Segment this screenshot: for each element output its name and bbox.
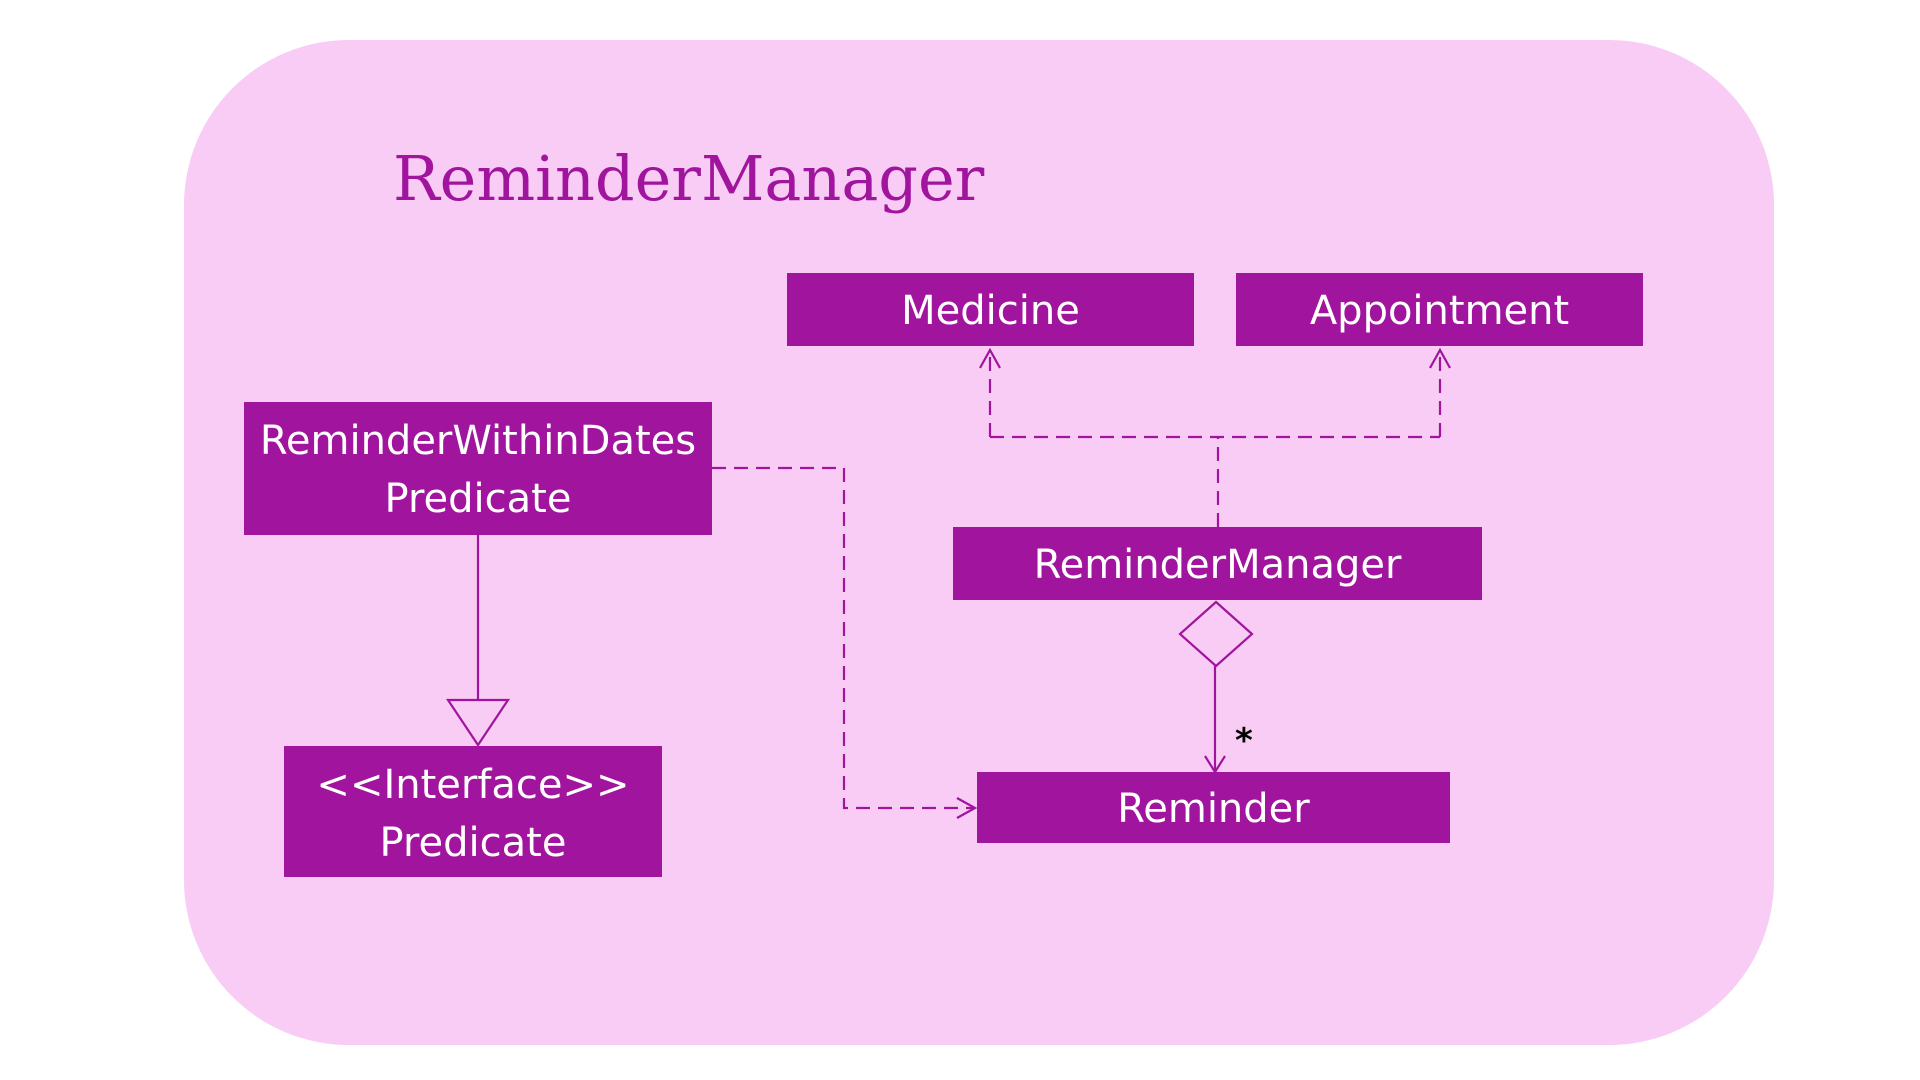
composition-diamond (1178, 600, 1254, 668)
dependency-arrowhead-reminder (956, 797, 978, 819)
class-predicate-interface-stereotype: <<Interface>> (316, 762, 629, 808)
realization-triangle (445, 698, 511, 747)
class-reminder-within-dates-predicate-line1: ReminderWithinDates (260, 418, 696, 464)
class-reminder-manager[interactable]: ReminderManager (953, 527, 1482, 600)
composition-multiplicity: * (1235, 721, 1253, 761)
class-medicine-label: Medicine (901, 288, 1080, 334)
class-reminder-within-dates-predicate-line2: Predicate (385, 476, 572, 522)
package-title: ReminderManager (393, 142, 985, 215)
dependency-arrowhead-medicine (979, 347, 1001, 369)
class-medicine[interactable]: Medicine (787, 273, 1194, 346)
class-reminder-manager-label: ReminderManager (1034, 542, 1402, 588)
dependency-arrowhead-appointment (1429, 347, 1451, 369)
class-reminder[interactable]: Reminder (977, 772, 1450, 843)
class-appointment-label: Appointment (1310, 288, 1569, 334)
class-predicate-interface[interactable]: <<Interface>> Predicate (284, 746, 662, 877)
class-predicate-interface-name: Predicate (380, 820, 567, 866)
class-reminder-within-dates-predicate[interactable]: ReminderWithinDates Predicate (244, 402, 712, 535)
dependency-predicate-to-reminder-line (712, 466, 975, 810)
class-reminder-label: Reminder (1117, 786, 1310, 832)
class-appointment[interactable]: Appointment (1236, 273, 1643, 346)
